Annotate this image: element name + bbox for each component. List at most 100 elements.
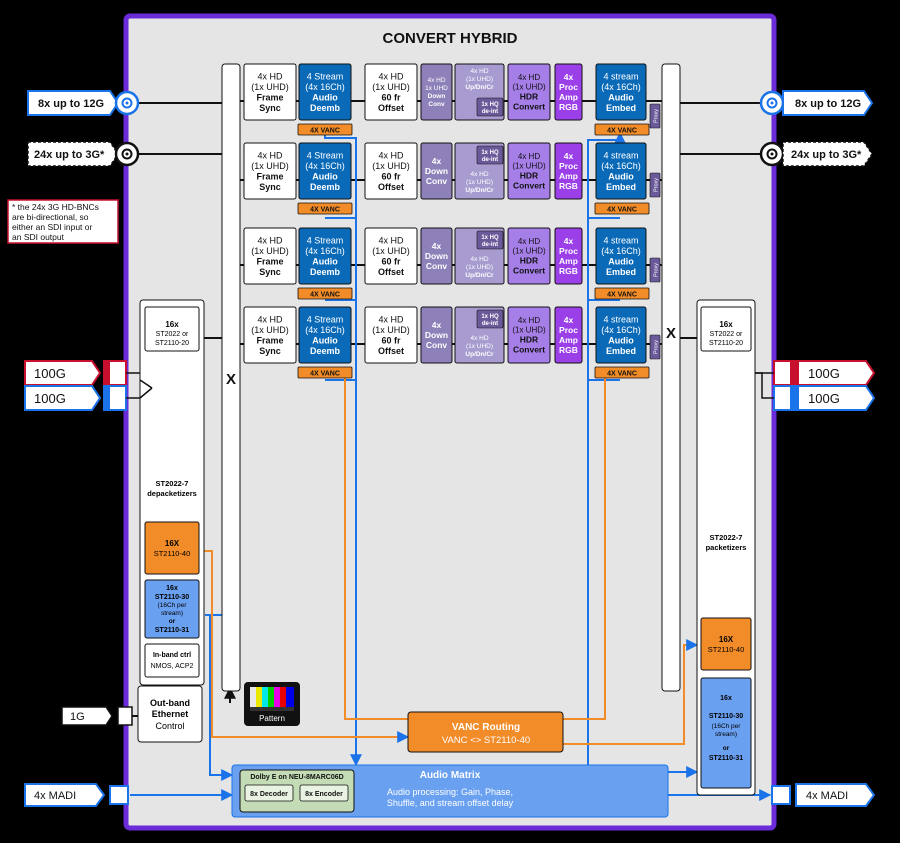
svg-text:Audio processing: Gain, Phase,: Audio processing: Gain, Phase,	[387, 787, 513, 797]
svg-text:de-int: de-int	[482, 109, 498, 115]
vanc-tag: 4X VANC	[594, 366, 650, 379]
svg-text:8x Decoder: 8x Decoder	[250, 791, 288, 798]
proxy-text: Proxy	[654, 178, 660, 192]
svg-text:ST2110-20: ST2110-20	[709, 340, 743, 347]
left-madi-port[interactable]: 4x MADI	[24, 783, 129, 807]
right-sdi-12g-port[interactable]: 8x up to 12G	[759, 90, 874, 116]
svg-text:Shuffle, and stream offset del: Shuffle, and stream offset delay	[387, 798, 514, 808]
audio-embed-block-text: 4 stream	[603, 315, 638, 325]
frame-sync-block-text: Sync	[259, 346, 281, 356]
hdr-convert-block-text: HDR	[520, 171, 538, 181]
svg-text:Control: Control	[155, 721, 184, 731]
svg-text:4x MADI: 4x MADI	[34, 790, 76, 802]
down-conv-block-text: Down	[425, 330, 448, 340]
left-depack-label-2: depacketizers	[147, 489, 197, 498]
audio-deemb-block-text: Deemb	[310, 103, 341, 113]
bidirectional-note: * the 24x 3G HD-BNCs are bi-directional,…	[7, 199, 119, 244]
right-pack-label: ST2022-7	[710, 533, 743, 542]
right-100g-port-b[interactable]: 100G	[773, 385, 876, 411]
svg-text:stream): stream)	[161, 610, 183, 617]
svg-text:16X: 16X	[165, 539, 180, 548]
svg-text:de-int: de-int	[482, 157, 498, 163]
svg-text:ST2110-31: ST2110-31	[155, 627, 189, 634]
offset-block-text: (1x UHD)	[372, 161, 410, 171]
right-100g-port-a[interactable]: 100G	[773, 360, 876, 386]
up-dn-cr-text: (1x UHD)	[466, 179, 493, 186]
svg-text:Audio Matrix: Audio Matrix	[420, 770, 481, 781]
svg-text:100G: 100G	[808, 391, 840, 406]
proc-amp-block-text: 4x	[564, 72, 574, 82]
audio-deemb-block-text: Deemb	[310, 182, 341, 192]
offset-block-text: (1x UHD)	[372, 325, 410, 335]
frame-sync-block-text: 4x HD	[257, 72, 283, 82]
hdr-convert-block-text: HDR	[520, 335, 538, 345]
left-100g-port-b[interactable]: 100G	[24, 385, 127, 411]
hdr-convert-block-text: 4x HD	[518, 237, 540, 246]
hdr-convert-block-text: Convert	[513, 102, 545, 112]
bnc-connector-icon	[125, 152, 129, 156]
audio-deemb-block-text: (4x 16Ch)	[305, 82, 345, 92]
svg-text:Out-band: Out-band	[150, 698, 190, 708]
proc-amp-block-text: Proc	[559, 246, 578, 256]
svg-text:24x up to 3G*: 24x up to 3G*	[34, 149, 105, 161]
proxy-block: Proxy	[649, 103, 661, 129]
audio-embed-block-text: 4 stream	[603, 236, 638, 246]
frame-sync-block-text: 4x HD	[257, 236, 283, 246]
down-conv-block-text: 4x	[432, 156, 442, 166]
left-sdi-3g-port[interactable]: 24x up to 3G*	[27, 141, 140, 167]
up-dn-cr-text: 4x HD	[470, 335, 488, 342]
svg-text:Dolby E on NEU-8MARC06D: Dolby E on NEU-8MARC06D	[250, 774, 343, 781]
right-sdi-3g-port[interactable]: 24x up to 3G*	[759, 141, 873, 167]
audio-deemb-block-text: (4x 16Ch)	[305, 325, 345, 335]
right-madi-port[interactable]: 4x MADI	[771, 783, 876, 807]
hdr-convert-block-text: HDR	[520, 256, 538, 266]
hdr-convert-block-text: Convert	[513, 266, 545, 276]
frame-sync-block-text: Frame	[256, 172, 283, 182]
audio-embed-block-text: (4x 16Ch)	[601, 82, 641, 92]
down-conv-block-text: Down	[425, 251, 448, 261]
offset-block-text: Offset	[378, 267, 404, 277]
down-conv-block-text: 4x	[432, 320, 442, 330]
svg-text:ST2110-40: ST2110-40	[154, 549, 191, 558]
inband-control-box: In-band ctrl NMOS, ACP2	[144, 643, 200, 678]
frame-sync-block-text: 4x HD	[257, 151, 283, 161]
input-crosspoint	[221, 63, 241, 692]
svg-text:ST2110-40: ST2110-40	[708, 645, 745, 654]
vanc-tag-text: 4X VANC	[310, 128, 340, 135]
vanc-tag: 4X VANC	[594, 287, 650, 300]
up-dn-cr-text: (1x UHD)	[466, 76, 493, 83]
down-conv-block-text: Conv	[426, 340, 448, 350]
svg-text:or: or	[723, 745, 730, 752]
audio-embed-block-text: Embed	[606, 182, 636, 192]
frame-sync-block-text: 4x HD	[257, 315, 283, 325]
proc-amp-block-text: 4x	[564, 236, 574, 246]
frame-sync-block-text: Sync	[259, 267, 281, 277]
offset-block-text: 4x HD	[378, 315, 404, 325]
left-sdi-12g-port[interactable]: 8x up to 12G	[27, 90, 140, 116]
audio-deemb-block-text: 4 Stream	[307, 151, 344, 161]
vanc-tag-text: 4X VANC	[310, 292, 340, 299]
hdr-convert-block-text: (1x UHD)	[512, 247, 546, 256]
eth-1g-port[interactable]: 1G	[61, 706, 133, 726]
left-100g-port-a[interactable]: 100G	[24, 360, 127, 386]
audio-deemb-block-text: (4x 16Ch)	[305, 161, 345, 171]
svg-text:1G: 1G	[70, 711, 85, 723]
svg-text:de-int: de-int	[482, 242, 498, 248]
frame-sync-block-text: (1x UHD)	[251, 82, 289, 92]
hdr-convert-block-text: Convert	[513, 181, 545, 191]
proxy-block: Proxy	[649, 257, 661, 283]
svg-text:are bi-directional, so: are bi-directional, so	[12, 212, 89, 222]
